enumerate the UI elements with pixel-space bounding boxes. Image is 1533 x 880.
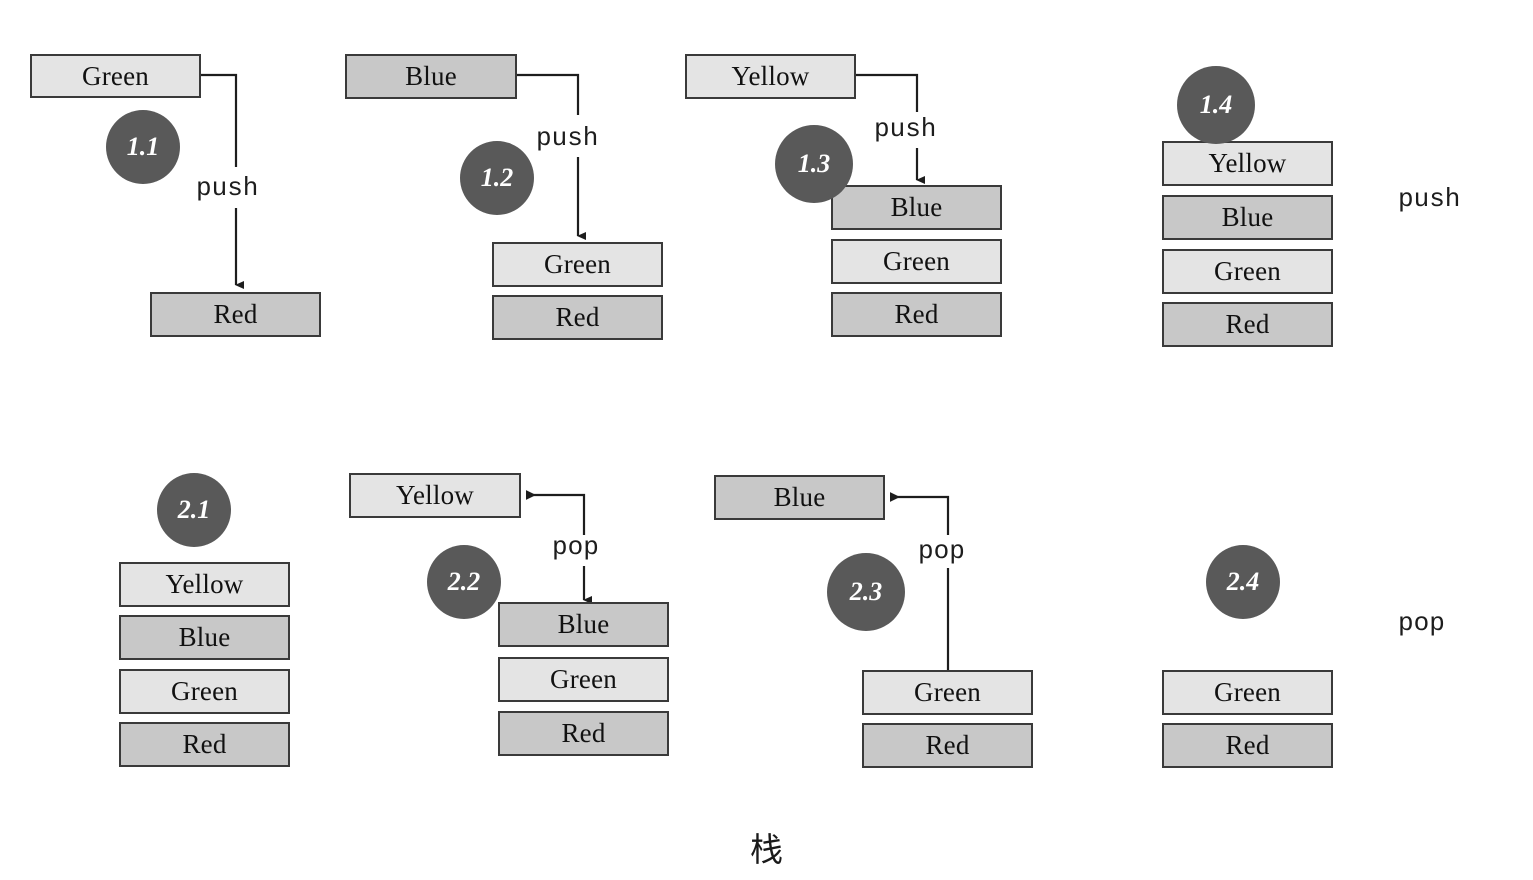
stack-item-blue[interactable]: Blue [119, 615, 290, 660]
operation-label-pop-2-3: pop [918, 536, 965, 566]
stack-item-red[interactable]: Red [1162, 302, 1333, 347]
stack-item-red[interactable]: Red [150, 292, 321, 337]
stack-item-green[interactable]: Green [1162, 249, 1333, 294]
stack-item-yellow[interactable]: Yellow [1162, 141, 1333, 186]
stack-item-green[interactable]: Green [30, 54, 201, 98]
operation-label-push-1-3: push [874, 114, 937, 144]
stack-item-red[interactable]: Red [831, 292, 1002, 337]
stack-item-green[interactable]: Green [831, 239, 1002, 284]
stack-item-blue[interactable]: Blue [714, 475, 885, 520]
stack-item-red[interactable]: Red [492, 295, 663, 340]
stack-item-red[interactable]: Red [498, 711, 669, 756]
step-badge-2-2[interactable]: 2.2 [427, 545, 501, 619]
stack-item-green[interactable]: Green [862, 670, 1033, 715]
stack-item-yellow[interactable]: Yellow [349, 473, 521, 518]
step-badge-1-3[interactable]: 1.3 [775, 125, 853, 203]
stack-item-red[interactable]: Red [1162, 723, 1333, 768]
stack-item-green[interactable]: Green [1162, 670, 1333, 715]
stack-item-yellow[interactable]: Yellow [119, 562, 290, 607]
figure-caption: 栈 [750, 830, 783, 869]
operation-label-push-1-4: push [1398, 184, 1461, 214]
operation-label-pop-2-4: pop [1398, 608, 1445, 638]
step-badge-2-1[interactable]: 2.1 [157, 473, 231, 547]
step-badge-2-3[interactable]: 2.3 [827, 553, 905, 631]
stack-item-red[interactable]: Red [119, 722, 290, 767]
stack-item-blue[interactable]: Blue [345, 54, 517, 99]
stack-item-green[interactable]: Green [492, 242, 663, 287]
operation-label-pop-2-2: pop [552, 532, 599, 562]
stack-item-blue[interactable]: Blue [1162, 195, 1333, 240]
step-badge-2-4[interactable]: 2.4 [1206, 545, 1280, 619]
operation-label-push-1-1: push [196, 173, 259, 203]
stack-item-blue[interactable]: Blue [498, 602, 669, 647]
stack-item-green[interactable]: Green [498, 657, 669, 702]
stack-item-green[interactable]: Green [119, 669, 290, 714]
step-badge-1-4[interactable]: 1.4 [1177, 66, 1255, 144]
step-badge-1-1[interactable]: 1.1 [106, 110, 180, 184]
step-badge-1-2[interactable]: 1.2 [460, 141, 534, 215]
stack-item-red[interactable]: Red [862, 723, 1033, 768]
operation-label-push-1-2: push [536, 123, 599, 153]
stack-item-yellow[interactable]: Yellow [685, 54, 856, 99]
stack-item-blue[interactable]: Blue [831, 185, 1002, 230]
